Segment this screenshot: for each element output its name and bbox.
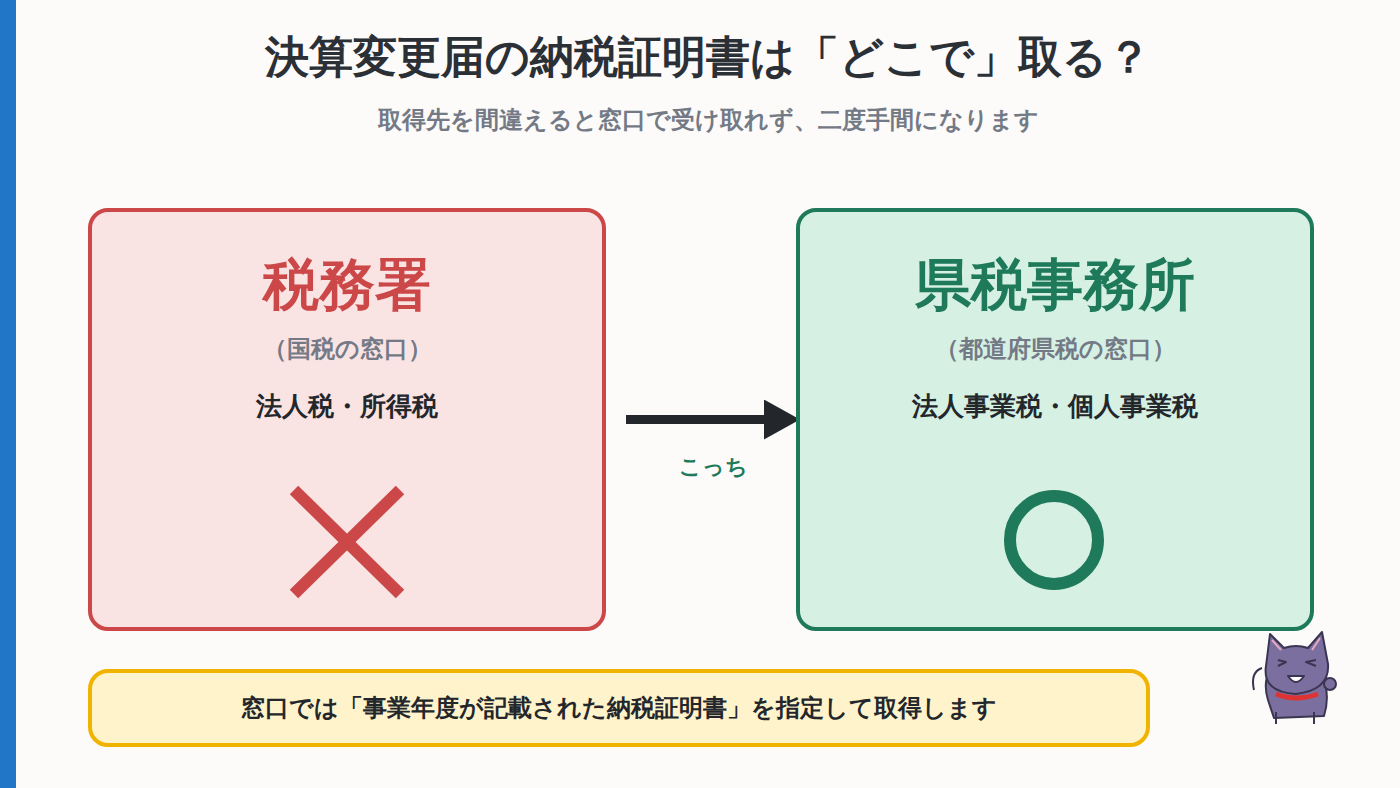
subtitle: 取得先を間違えると窓口で受け取れず、二度手間になります [16, 104, 1400, 136]
office-name: 税務署 [263, 250, 431, 320]
office-note: （都道府県税の窓口） [935, 334, 1176, 364]
note-box: 窓口では「事業年度が記載された納税証明書」を指定して取得します [88, 669, 1150, 747]
tax-types: 法人税・所得税 [256, 390, 438, 423]
cat-illustration [1253, 632, 1336, 724]
office-box: 県税事務所 （都道府県税の窓口） 法人事業税・個人事業税 [796, 208, 1314, 631]
office-box: 税務署 （国税の窓口） 法人税・所得税 [88, 208, 606, 631]
accent-bar [0, 0, 16, 788]
office-note: （国税の窓口） [263, 334, 432, 364]
arrow-connector [626, 415, 764, 424]
title: 決算変更届の納税証明書は「どこで」取る？ [16, 28, 1400, 87]
edge-label: こっち [653, 452, 773, 482]
cross-symbol [294, 490, 400, 594]
circle-symbol [1010, 496, 1098, 584]
note-text: 窓口では「事業年度が記載された納税証明書」を指定して取得します [241, 693, 997, 723]
office-name: 県税事務所 [915, 250, 1195, 320]
tax-types: 法人事業税・個人事業税 [912, 390, 1198, 423]
